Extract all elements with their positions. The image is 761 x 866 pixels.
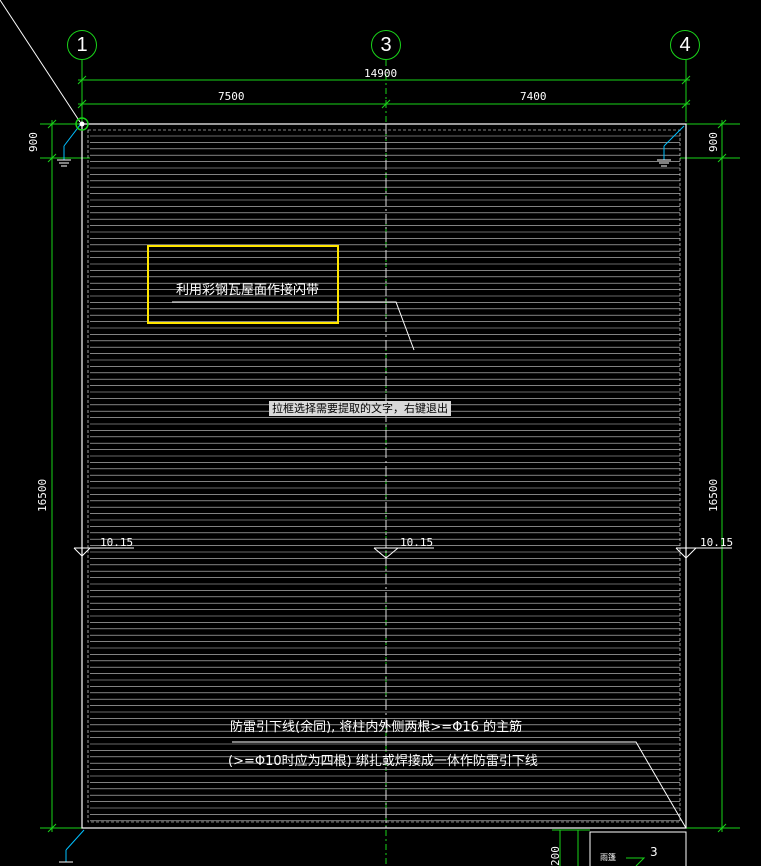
canopy-number: 3 <box>650 845 658 859</box>
dim-top-left: 900 <box>27 132 40 152</box>
canopy-label: 雨篷 <box>600 853 616 862</box>
downlead-symbol-tl <box>63 124 81 160</box>
elevation-text-1: 10.15 <box>100 536 134 549</box>
note-downlead-line1[interactable]: 防雷引下线(余同), 将柱内外侧两根>=Φ16 的主筋 <box>230 720 523 735</box>
downlead-symbol-tr <box>663 125 685 160</box>
dim-height-right: 16500 <box>707 478 720 512</box>
dim-top-right: 900 <box>707 132 720 152</box>
dim-height-left: 16500 <box>36 478 49 512</box>
elevation-text-2: 10.15 <box>400 536 434 549</box>
roof-outline <box>81 123 687 829</box>
canopy-box <box>589 831 687 866</box>
note-roof-strip[interactable]: 利用彩钢瓦屋面作接闪带 <box>176 283 320 298</box>
dim-total: 14900 <box>364 67 398 80</box>
roof-panel-lines <box>90 135 680 822</box>
tooltip-extract-text: 拉框选择需要提取的文字，右键退出 <box>269 401 451 416</box>
axis-bubble-3: 3 <box>371 30 401 60</box>
elevation-marker-3 <box>675 547 732 559</box>
downlead-symbol-bl <box>65 829 85 862</box>
dim-bottom-small: 200 <box>549 846 562 866</box>
elevation-marker-2 <box>373 547 434 559</box>
axis-bubble-1: 1 <box>67 30 97 60</box>
column-marker-tl <box>75 117 89 131</box>
leader-line-topleft <box>0 0 81 123</box>
selection-highlight-box[interactable] <box>147 245 339 324</box>
axis-bubble-4: 4 <box>670 30 700 60</box>
dim-left: 7500 <box>218 90 245 103</box>
elevation-text-3: 10.15 <box>700 536 734 549</box>
elevation-marker-1 <box>73 547 134 557</box>
note-downlead-line2[interactable]: (>=Φ10时应为四根) 绑扎或焊接成一体作防雷引下线 <box>228 754 538 769</box>
leader-roof-strip <box>172 301 415 351</box>
leader-downlead <box>232 741 687 829</box>
dim-right: 7400 <box>520 90 547 103</box>
